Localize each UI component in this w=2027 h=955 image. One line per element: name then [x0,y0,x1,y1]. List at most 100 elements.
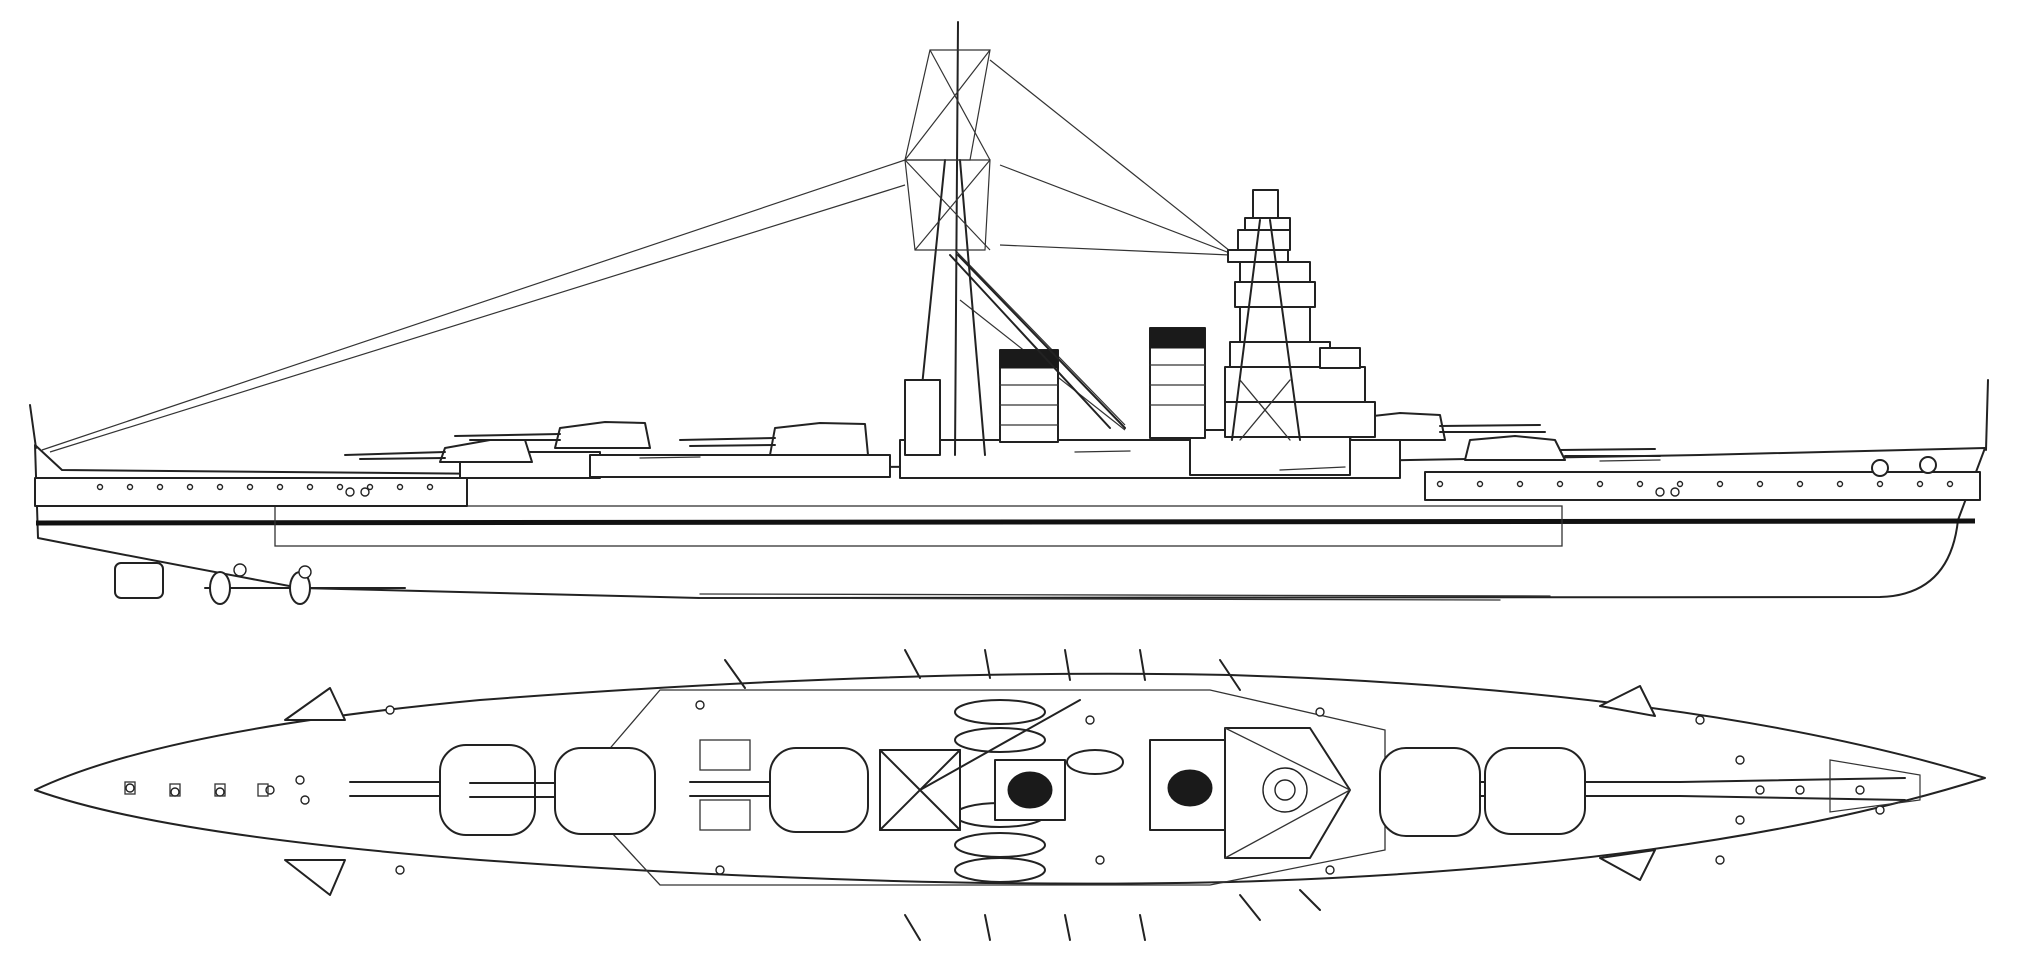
boom-outriggers [284,685,1656,896]
turret-q-side [679,422,869,456]
porthole [306,483,314,491]
funnel-tops-plan [994,739,1231,831]
funnel-aft [999,349,1059,443]
porthole [1670,487,1680,497]
waterline-2 [699,597,1501,601]
side-gun [1299,889,1321,911]
porthole [1516,480,1524,488]
porthole [1556,480,1564,488]
turret-q-plan [689,739,869,833]
side-gun [1064,914,1071,941]
porthole [1476,480,1484,488]
deck-fitting [1085,715,1095,725]
bow-staff [1985,379,1989,451]
porthole [1676,480,1684,488]
side-gun [1219,659,1241,691]
porthole [1836,480,1844,488]
deck-hatch [124,781,136,795]
deck-fitting [295,775,305,785]
rudder [114,562,164,599]
deck-hatch [169,783,181,797]
secondary-guns-side [639,450,1661,471]
porthole [336,483,344,491]
deck-fitting [1855,785,1865,795]
side-gun [724,659,746,689]
funnel-forward [1149,327,1206,439]
porthole [366,483,374,491]
porthole [345,487,355,497]
deck-fitting [300,795,310,805]
propeller-shafts [204,563,406,605]
deck-fitting [1095,855,1105,865]
side-gun [904,649,921,679]
stern-post [29,404,37,449]
deck-fitting [215,787,225,797]
turret-y-plan [469,747,656,835]
turret-a-side [1464,435,1661,461]
side-gun [1239,894,1261,921]
belt-armour-outline [274,505,1563,547]
midships-deckhouse-aft [589,454,891,478]
deck-fitting [1755,785,1765,795]
deck-fitting [1695,715,1705,725]
side-gun [1139,914,1146,941]
turret-a-plan [1484,747,1681,835]
deck-fitting [695,700,705,710]
bridge-plan [1224,727,1351,859]
deck-fitting [715,865,725,875]
side-gun [984,649,991,679]
porthole [246,483,254,491]
turret-x-side [344,439,533,463]
top-plan-view [34,649,1986,941]
main-mast [904,21,1126,456]
porthole [1436,480,1444,488]
armour-belt-line [35,518,1976,526]
deck-fitting [1875,805,1885,815]
porthole [216,483,224,491]
deck-fitting [125,783,135,793]
porthole [360,487,370,497]
waterline [699,593,1551,597]
turret-x-plan [349,744,536,836]
deck-hatch [214,783,226,797]
deck-fitting [1795,785,1805,795]
porthole [426,483,434,491]
forecastle-step [1424,471,1981,501]
side-gun [984,914,991,941]
porthole [1916,480,1924,488]
side-gun [1064,649,1071,681]
deck-fitting [170,787,180,797]
deck-fitting [1315,707,1325,717]
deck-fitting [1735,815,1745,825]
main-mast-plan [879,699,1081,831]
porthole [276,483,284,491]
side-gun [1139,649,1146,681]
deck-fitting [1715,855,1725,865]
fore-mast-pagoda [1224,189,1376,441]
anchor-2 [1919,456,1937,474]
side-gun [904,914,921,941]
porthole [126,483,134,491]
deck-fitting [1735,755,1745,765]
porthole [1636,480,1644,488]
porthole [1655,487,1665,497]
porthole [96,483,104,491]
deck-fitting [265,785,275,795]
porthole [1876,480,1884,488]
porthole [186,483,194,491]
porthole [396,483,404,491]
anchor-1 [1871,459,1889,477]
porthole [1946,480,1954,488]
quarterdeck-step [34,477,468,507]
side-profile-view [29,21,1989,605]
deck-hatch [257,783,269,797]
anchor-gear-plan [1679,759,1921,813]
deck-fitting [395,865,405,875]
deck-fitting [1325,865,1335,875]
porthole [156,483,164,491]
side-guns-plan [724,649,1321,941]
turret-y-side [454,421,651,449]
porthole [1596,480,1604,488]
